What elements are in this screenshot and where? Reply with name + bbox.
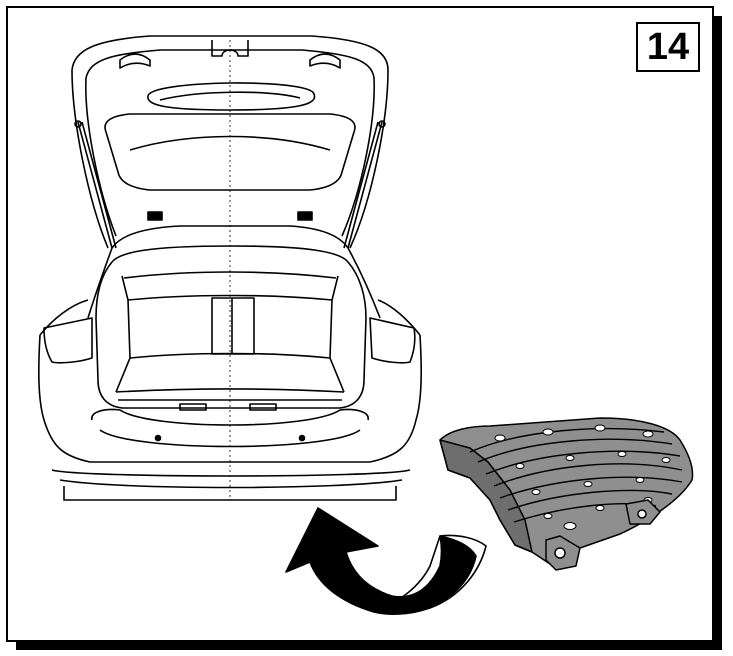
step-number-box: 14 [636, 22, 706, 78]
underbody-panel-icon [439, 417, 694, 571]
step-number: 14 [646, 25, 690, 68]
car-rear-open-tailgate-icon [38, 35, 422, 501]
curved-arrow-icon [285, 507, 487, 615]
